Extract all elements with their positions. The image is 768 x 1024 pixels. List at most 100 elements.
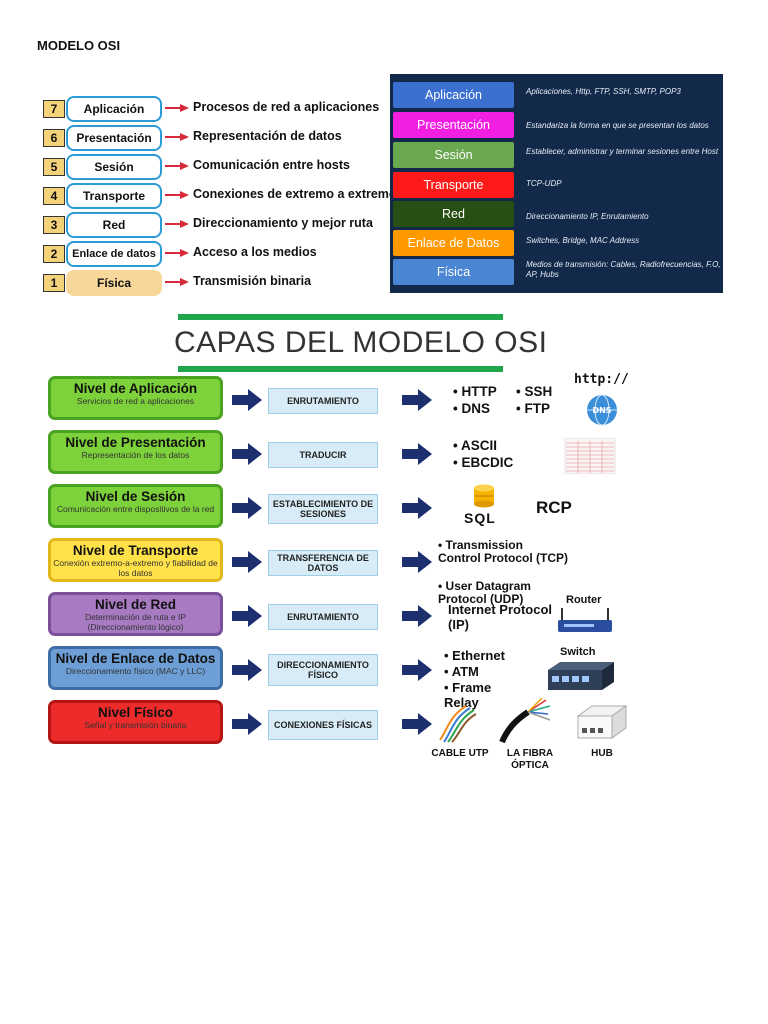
- table-layer-cell: Sesión: [393, 142, 514, 168]
- action-box: TRANSFERENCIA DE DATOS: [268, 550, 378, 576]
- layer-row: 3 Red Direccionamiento y mejor ruta: [38, 212, 388, 238]
- level-subtitle: Conexión extremo-a-extremo y fiabilidad …: [53, 558, 218, 578]
- dns-globe-icon: DNS: [587, 394, 617, 426]
- page-title: MODELO OSI: [37, 38, 121, 53]
- table-layer-cell: Transporte: [393, 172, 514, 198]
- green-divider: [178, 314, 503, 320]
- action-box: CONEXIONES FÍSICAS: [268, 710, 378, 740]
- action-box: ENRUTAMIENTO: [268, 388, 378, 414]
- level-subtitle: Servicios de red a aplicaciones: [76, 396, 195, 406]
- router-label: Router: [566, 594, 602, 606]
- layer-number: 2: [43, 245, 65, 263]
- utp-cable-icon: [439, 705, 477, 743]
- layer-description: Comunicación entre hosts: [193, 158, 350, 172]
- table-layer-description: Estandariza la forma en que se presentan…: [526, 121, 709, 130]
- layer-description: Direccionamiento y mejor ruta: [193, 216, 373, 230]
- layer-description: Acceso a los medios: [193, 245, 317, 259]
- fiber-optic-icon: [499, 698, 551, 744]
- layer-row: 4 Transporte Conexiones de extremo a ext…: [38, 183, 397, 209]
- protocol-ftp: • FTP: [516, 401, 550, 416]
- layer-row: 5 Sesión Comunicación entre hosts: [38, 154, 388, 180]
- layer-number: 1: [43, 274, 65, 292]
- layer-description: Transmisión binaria: [193, 274, 312, 288]
- table-layer-description: Medios de transmisión: Cables, Radiofrec…: [526, 260, 721, 279]
- table-layer-description: Direccionamiento IP, Enrutamiento: [526, 212, 649, 221]
- table-layer-description: Aplicaciones, Http, FTP, SSH, SMTP, POP3: [526, 87, 681, 96]
- red-arrow-icon: [165, 278, 189, 286]
- navy-arrow-icon: [232, 443, 262, 465]
- level-box-enlace-datos: Nivel de Enlace de Datos Direccionamient…: [48, 646, 223, 690]
- protocol-udp: • User Datagram Protocol (UDP): [438, 579, 531, 606]
- level-box-fisico: Nivel Físico Señal y transmisión binaria: [48, 700, 223, 744]
- layer-name-box: Enlace de datos: [66, 241, 162, 267]
- protocol-atm: • ATM: [444, 664, 479, 679]
- level-subtitle: Representación de los datos: [81, 450, 190, 460]
- layer-row: 7 Aplicación Procesos de red a aplicacio…: [38, 96, 388, 122]
- level-title: Nivel de Aplicación: [73, 381, 198, 396]
- navy-arrow-icon: [402, 659, 432, 681]
- level-box-aplicacion: Nivel de Aplicación Servicios de red a a…: [48, 376, 223, 420]
- protocol-ascii: • ASCII: [453, 438, 497, 453]
- cable-utp-label: CABLE UTP: [431, 748, 489, 759]
- red-arrow-icon: [165, 220, 189, 228]
- layer-name-box: Aplicación: [66, 96, 162, 122]
- layer-number: 4: [43, 187, 65, 205]
- level-title: Nivel Físico: [97, 705, 174, 720]
- hub-icon: [576, 705, 628, 739]
- navy-arrow-icon: [232, 659, 262, 681]
- fiber-optic-label: LA FIBRA ÓPTICA: [506, 748, 554, 771]
- protocol-frame-relay: • Frame Relay: [444, 680, 492, 710]
- action-box: ESTABLECIMIENTO DE SESIONES: [268, 494, 378, 524]
- figure-title: CAPAS DEL MODELO OSI: [174, 326, 548, 359]
- navy-arrow-icon: [402, 551, 432, 573]
- layer-row: 6 Presentación Representación de datos: [38, 125, 388, 151]
- hub-label: HUB: [591, 748, 613, 759]
- action-box: TRADUCIR: [268, 442, 378, 468]
- layer-description: Conexiones de extremo a extremo: [193, 187, 397, 201]
- red-arrow-icon: [165, 133, 189, 141]
- navy-arrow-icon: [402, 713, 432, 735]
- table-layer-cell: Enlace de Datos: [393, 230, 514, 256]
- navy-arrow-icon: [232, 389, 262, 411]
- level-subtitle: Direccionamiento físico (MAC y LLC): [65, 666, 206, 676]
- action-box: ENRUTAMIENTO: [268, 604, 378, 630]
- table-layer-cell: Red: [393, 201, 514, 227]
- layer-number: 6: [43, 129, 65, 147]
- osi-layers-table-figure: Aplicación Aplicaciones, Http, FTP, SSH,…: [390, 74, 723, 293]
- table-layer-cell: Presentación: [393, 112, 514, 138]
- level-title: Nivel de Red: [94, 597, 177, 612]
- level-subtitle: Señal y transmisión binaria: [84, 720, 187, 730]
- action-box: DIRECCIONAMIENTO FÍSICO: [268, 654, 378, 686]
- layer-description: Representación de datos: [193, 129, 342, 143]
- layer-row: 1 Física Transmisión binaria: [38, 270, 388, 296]
- level-subtitle: Determinación de ruta e IP (Direccionami…: [84, 612, 187, 632]
- protocol-http: • HTTP: [453, 384, 497, 399]
- navy-arrow-icon: [232, 713, 262, 735]
- navy-arrow-icon: [232, 497, 262, 519]
- navy-arrow-icon: [402, 389, 432, 411]
- navy-arrow-icon: [232, 605, 262, 627]
- protocol-ebcdic: • EBCDIC: [453, 455, 514, 470]
- layer-name-box: Red: [66, 212, 162, 238]
- navy-arrow-icon: [232, 551, 262, 573]
- layer-name-box: Presentación: [66, 125, 162, 151]
- green-divider: [178, 366, 503, 372]
- switch-icon: [548, 662, 614, 690]
- sql-label: SQL: [464, 510, 496, 526]
- layer-name-box: Física: [66, 270, 162, 296]
- level-title: Nivel de Transporte: [72, 543, 199, 558]
- navy-arrow-icon: [402, 443, 432, 465]
- layer-name-box: Transporte: [66, 183, 162, 209]
- level-title: Nivel de Presentación: [65, 435, 206, 450]
- code-table-icon: [564, 438, 616, 474]
- red-arrow-icon: [165, 104, 189, 112]
- layer-number: 3: [43, 216, 65, 234]
- http-url-graphic: http://: [574, 372, 629, 387]
- level-box-transporte: Nivel de Transporte Conexión extremo-a-e…: [48, 538, 223, 582]
- protocol-rcp: RCP: [536, 498, 572, 517]
- dns-badge-label: DNS: [592, 406, 611, 415]
- level-title: Nivel de Sesión: [85, 489, 186, 504]
- red-arrow-icon: [165, 162, 189, 170]
- red-arrow-icon: [165, 191, 189, 199]
- protocol-ssh: • SSH: [516, 384, 553, 399]
